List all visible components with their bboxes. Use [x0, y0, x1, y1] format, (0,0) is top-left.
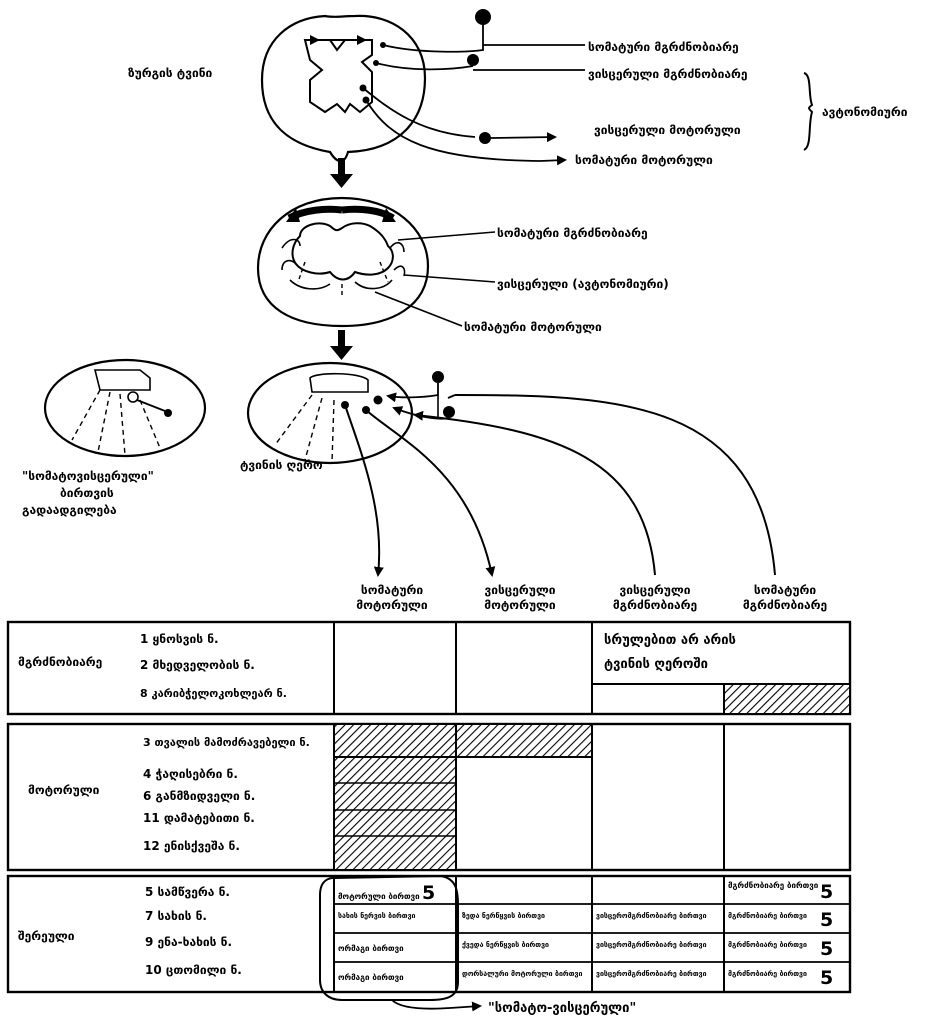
- nerve-12: 12 ენისქვეშა ნ.: [143, 839, 240, 853]
- nerve-3: 3 თვალის მამოძრავებელი ნ.: [143, 736, 310, 749]
- cell-number: 5: [422, 882, 435, 904]
- nerve-11: 11 დამატებითი ნ.: [143, 811, 255, 825]
- group-motor: მოტორული: [28, 783, 100, 797]
- table-mixed-block: [6, 874, 852, 1012]
- caption-nucleus: ბირთვის: [60, 486, 114, 500]
- spinal-cord-section: [260, 9, 814, 166]
- cell-mixed-r2-c3: ვისცერომგრძნობიარე ბირთვი: [596, 912, 707, 920]
- column-header-1-line1: სომატური: [361, 583, 423, 597]
- nerve-1: 1 ყნოსვის ნ.: [140, 632, 219, 646]
- nerve-9: 9 ენა-ხახის ნ.: [145, 935, 232, 949]
- label-somatic-motor-2: სომატური მოტორული: [464, 320, 602, 334]
- spinal-cord-label: ზურგის ტვინი: [128, 66, 213, 80]
- cell-mixed-r1-c4: მგრძნობიარე ბირთვი: [728, 880, 819, 890]
- column-header-1-line2: მოტორული: [356, 598, 428, 612]
- column-header-2-line2: მოტორული: [484, 598, 556, 612]
- cell-mixed-r2-c4: მგრძნობიარე ბირთვი: [728, 912, 807, 920]
- cell-number: 5: [820, 909, 833, 931]
- table-sensory-block: [6, 620, 852, 716]
- nerve-10: 10 ცთომილი ნ.: [145, 963, 242, 977]
- cell-mixed-r4-c1: ორმაგი ბირთვი: [338, 972, 404, 982]
- nerve-2: 2 მხედველობის ნ.: [140, 658, 255, 672]
- cell-mixed-r3-c4: მგრძნობიარე ბირთვი: [728, 941, 807, 949]
- label-somatic-motor-1: სომატური მოტორული: [575, 153, 713, 167]
- group-sensory: მგრძნობიარე: [18, 655, 102, 669]
- note-not-in-brainstem-2: ტვინის ღეროში: [604, 657, 708, 672]
- nerve-4: 4 ჭაღისებრი ნ.: [143, 767, 238, 781]
- cell-number: 5: [820, 967, 833, 989]
- caption-displacement: გადაადგილება: [22, 503, 117, 517]
- label-autonomic: ავტონომიური: [822, 105, 908, 119]
- column-header-2-line1: ვისცერული: [484, 583, 555, 597]
- cell-number: 5: [820, 881, 833, 903]
- nerve-6: 6 განმზიდველი ნ.: [143, 789, 255, 803]
- nerve-5: 5 სამწვერა ნ.: [145, 885, 230, 899]
- cell-mixed-r2-c1: სახის ნერვის ბირთვი: [338, 912, 416, 920]
- cell-number: 5: [820, 938, 833, 960]
- down-arrow-icon: [330, 330, 353, 360]
- cell-mixed-r4-c2: დორსალური მოტორული ბირთვი: [462, 970, 582, 978]
- brainstem-section-left: [43, 358, 207, 458]
- cell-mixed-r3-c3: ვისცერომგრძნობიარე ბირთვი: [596, 941, 707, 949]
- label-somatic-sensory-2: სომატური მგრძნობიარე: [497, 226, 648, 240]
- column-header-4-line1: სომატური: [754, 583, 816, 597]
- column-header-3-line1: ვისცერული: [619, 583, 690, 597]
- brainstem-section-right: [246, 361, 776, 577]
- cell-mixed-r3-c2: ქვედა ნერწყვის ბირთვი: [462, 941, 549, 949]
- nerve-8: 8 კარიბჭელოკოხლეარ ნ.: [140, 687, 287, 700]
- table-motor-block: [6, 722, 852, 872]
- label-somatic-sensory-1: სომატური მგრძნობიარე: [588, 40, 739, 54]
- cell-mixed-r4-c4: მგრძნობიარე ბირთვი: [728, 970, 807, 978]
- brainstem-label: ტვინის ღერო: [240, 458, 323, 472]
- down-arrow-icon: [330, 158, 353, 188]
- column-headers: სომატური მოტორული ვისცერული მოტორული ვის…: [356, 583, 827, 612]
- label-visceral-autonomic-2: ვისცერული (ავტონომიური): [497, 277, 669, 291]
- cell-mixed-r2-c2: ზედა ნერწყვის ბირთვი: [462, 912, 545, 920]
- note-not-in-brainstem-1: სრულებით არ არის: [604, 633, 736, 648]
- cell-mixed-r3-c1: ორმაგი ბირთვი: [338, 943, 404, 953]
- cell-mixed-r4-c3: ვისცერომგრძნობიარე ბირთვი: [596, 970, 707, 978]
- column-header-4-line2: მგრძნობიარე: [743, 598, 827, 612]
- somatovisceral-bottom-label: "სომატო-ვისცერული": [488, 1001, 636, 1016]
- label-visceral-sensory-1: ვისცერული მგრძნობიარე: [588, 67, 748, 81]
- label-visceral-motor-1: ვისცერული მოტორული: [594, 123, 741, 137]
- column-header-3-line2: მგრძნობიარე: [613, 598, 697, 612]
- caption-somatovisceral: "სომატოვისცერული": [22, 469, 154, 483]
- cell-mixed-r1-c1: მოტორული ბირთვი: [338, 891, 420, 901]
- group-mixed: შერეული: [18, 929, 75, 943]
- developing-cord-section: [256, 196, 496, 328]
- nerve-7: 7 სახის ნ.: [145, 909, 207, 923]
